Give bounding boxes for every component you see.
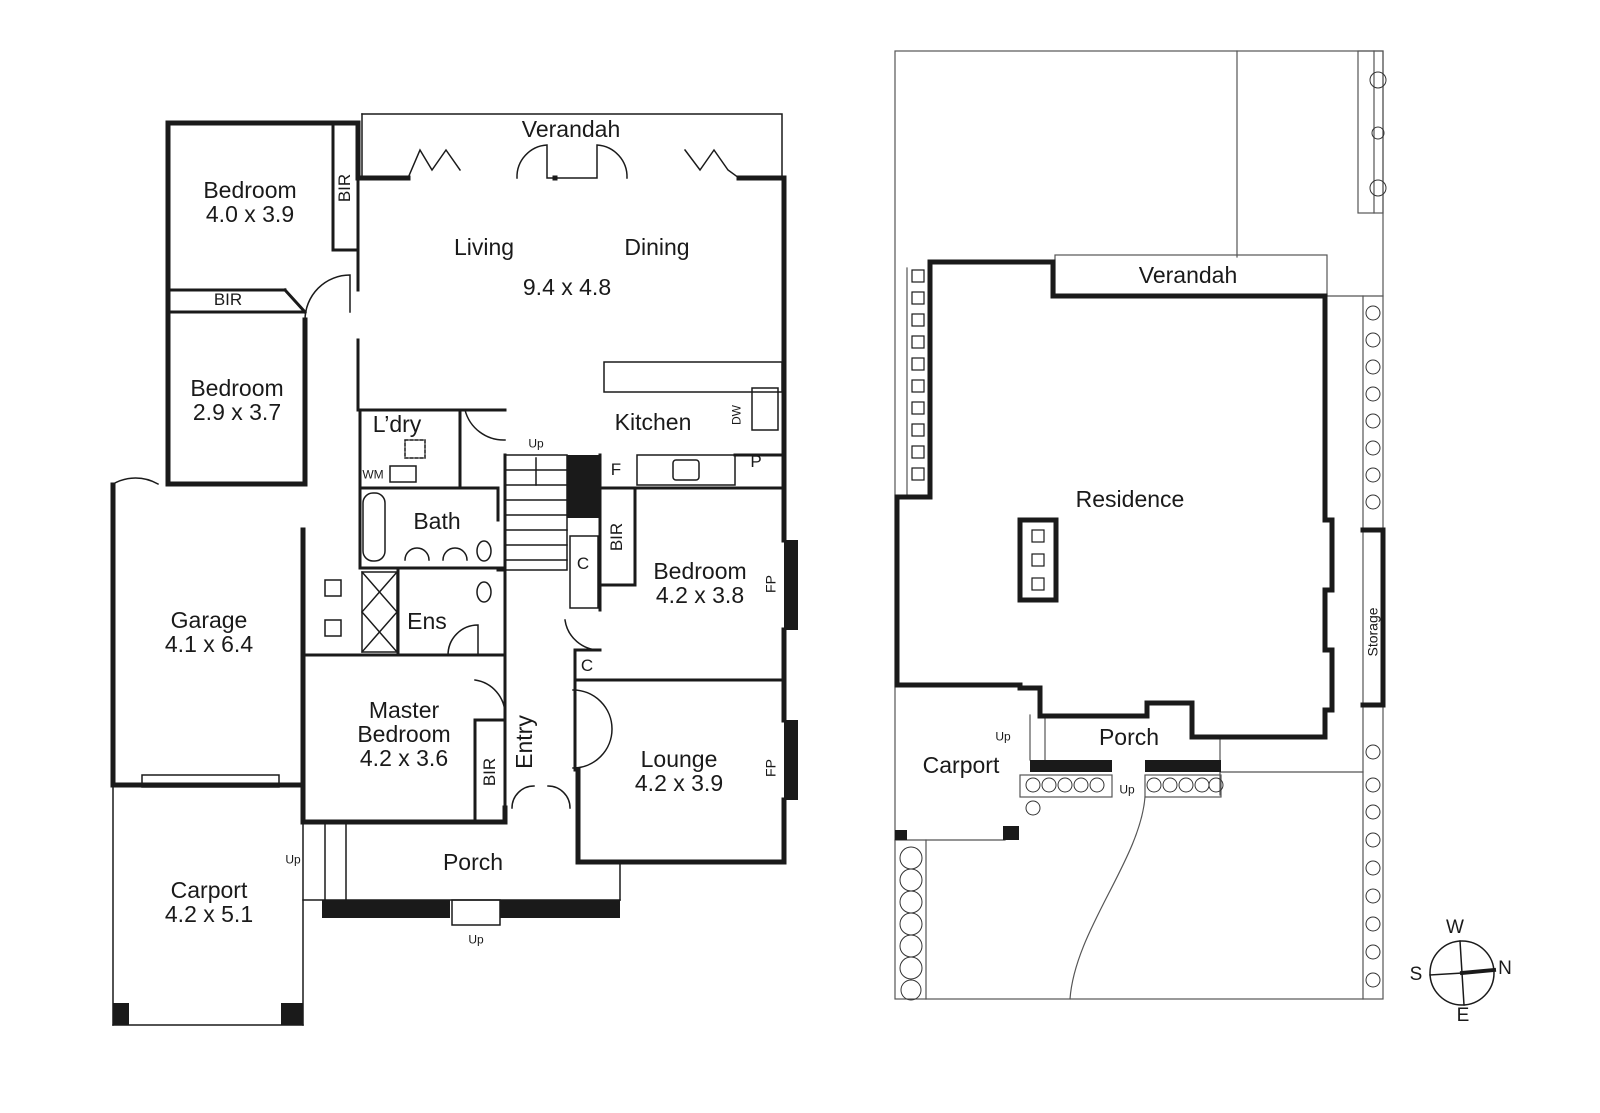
room-name: Bedroom bbox=[203, 176, 297, 203]
living-label: Living bbox=[453, 233, 515, 260]
fridge-label: F bbox=[610, 460, 622, 480]
dishwasher-label: DW bbox=[729, 405, 744, 425]
compass-south: S bbox=[1409, 964, 1423, 986]
room-name-2: Bedroom bbox=[357, 720, 451, 747]
room-name: Garage bbox=[170, 606, 248, 633]
site-side-up-label: Up bbox=[995, 729, 1011, 744]
room-size: 4.0 x 3.9 bbox=[205, 201, 295, 227]
entry-label: Entry bbox=[510, 715, 537, 769]
room-size: 4.2 x 5.1 bbox=[164, 901, 254, 927]
compass-north: N bbox=[1498, 958, 1512, 980]
room-name-1: Master bbox=[368, 696, 440, 723]
site-verandah-label: Verandah bbox=[1138, 261, 1238, 288]
garage-label: Garage 4.1 x 6.4 bbox=[165, 608, 253, 656]
porch-front-up-label: Up bbox=[468, 932, 484, 947]
compass-east: E bbox=[1456, 1005, 1470, 1027]
room-size: 4.1 x 6.4 bbox=[164, 631, 254, 657]
site-carport-label: Carport bbox=[922, 751, 1000, 778]
lounge-fireplace-label: FP bbox=[762, 759, 779, 777]
washing-machine-label: WM bbox=[362, 467, 384, 482]
verandah-label: Verandah bbox=[521, 115, 621, 142]
site-storage-label: Storage bbox=[1364, 607, 1381, 657]
bedroom-2-label: Bedroom 2.9 x 3.7 bbox=[190, 376, 283, 424]
cupboard-2-label: C bbox=[580, 656, 594, 676]
bedroom-3-label: Bedroom 4.2 x 3.8 bbox=[653, 559, 746, 607]
room-size: 2.9 x 3.7 bbox=[192, 399, 282, 425]
bedroom-1-label: Bedroom 4.0 x 3.9 bbox=[203, 178, 296, 226]
room-name: Bedroom bbox=[190, 374, 284, 401]
living-dining-size: 9.4 x 4.8 bbox=[522, 273, 612, 300]
master-bedroom-label: Master Bedroom 4.2 x 3.6 bbox=[357, 696, 451, 772]
porch-label: Porch bbox=[442, 848, 504, 875]
lounge-label: Lounge 4.2 x 3.9 bbox=[635, 747, 723, 795]
ensuite-label: Ens bbox=[407, 607, 447, 634]
dining-label: Dining bbox=[624, 233, 690, 260]
room-name: Carport bbox=[170, 876, 248, 903]
bedroom-2-bir-label: BIR bbox=[213, 290, 243, 310]
bedroom-3-fireplace-label: FP bbox=[762, 575, 779, 593]
carport-label: Carport 4.2 x 5.1 bbox=[165, 878, 253, 926]
room-size: 4.2 x 3.9 bbox=[634, 770, 724, 796]
room-name: Lounge bbox=[640, 745, 718, 772]
compass-west: W bbox=[1446, 917, 1464, 939]
room-name: Bedroom bbox=[653, 557, 747, 584]
bedroom-3-bir-label: BIR bbox=[607, 522, 627, 552]
site-porch-label: Porch bbox=[1098, 723, 1160, 750]
laundry-label: L’dry bbox=[372, 410, 422, 437]
porch-side-up-label: Up bbox=[285, 852, 301, 867]
master-bir-label: BIR bbox=[480, 757, 500, 787]
bath-label: Bath bbox=[413, 507, 461, 534]
room-size: 4.2 x 3.8 bbox=[655, 582, 745, 608]
bedroom-1-bir-label: BIR bbox=[335, 173, 355, 203]
room-size: 4.2 x 3.6 bbox=[359, 745, 449, 772]
stairs-up-label: Up bbox=[528, 436, 544, 451]
pantry-label: P bbox=[750, 452, 762, 472]
kitchen-label: Kitchen bbox=[614, 408, 692, 435]
site-residence-label: Residence bbox=[1075, 485, 1185, 512]
site-front-up-label: Up bbox=[1119, 782, 1135, 797]
cupboard-1-label: C bbox=[576, 554, 590, 574]
